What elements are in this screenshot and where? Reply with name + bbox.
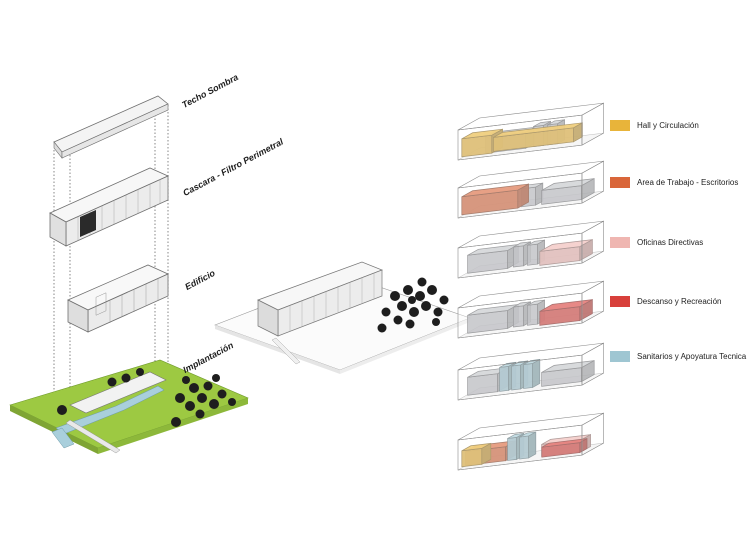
program-volume [541,178,595,205]
legend-item-sanitarios: Sanitarios y Apoyatura Tecnica [610,349,746,363]
block-top [527,239,545,246]
program-volume [541,360,595,387]
block-top [461,443,491,452]
exploded-axonometric [9,95,249,454]
program-boxes [457,102,604,471]
block-top [513,301,531,308]
block-top [507,433,524,439]
block-top [539,239,593,252]
legend-swatch [610,350,630,362]
dotted-guide-lines [53,105,169,400]
legend-item-descanso: Descanso y Recreación [610,294,721,308]
box-top-glass [457,160,604,189]
legend-item-oficinas: Oficinas Directivas [610,235,703,249]
legend-swatch [610,295,630,307]
block-top [461,183,529,198]
legend-label: Sanitarios y Apoyatura Tecnica [637,351,747,361]
program-volume [461,183,529,216]
program-volume [541,438,588,458]
program-box-trabajo [457,160,604,219]
block-top [519,431,536,438]
legend-label: Area de Trabajo - Escritorios [637,177,739,187]
legend-item-hall: Hall y Circulación [610,118,699,132]
program-volume [461,442,492,468]
block-top [541,360,595,373]
block-top [547,119,565,126]
legend-label: Hall y Circulación [637,120,699,130]
block-top [493,122,583,138]
center-axonometric [214,261,471,374]
program-box-oficinas [457,220,604,279]
legend-label: Descanso y Recreación [637,296,722,306]
program-volume [539,239,593,266]
box-top-glass [457,412,604,441]
block-top [527,299,545,306]
block-top [461,128,503,140]
site-plan [9,359,249,454]
program-volume [519,431,537,460]
building-volume [67,264,169,333]
program-box-combined [457,412,604,471]
block-top [513,241,531,248]
legend-label: Oficinas Directivas [637,237,704,247]
program-box-sanitarios [457,342,604,401]
box-top-glass [457,102,604,131]
program-volume [493,122,583,152]
block-top [533,121,551,127]
block-top [541,438,588,448]
block-top [541,178,595,191]
program-volume [539,299,593,326]
block-top [539,299,593,312]
legend-item-trabajo: Area de Trabajo - Escritorios [610,175,738,189]
program-box-descanso [457,280,604,339]
legend-swatch [610,119,630,131]
legend-swatch [610,236,630,248]
box-top-glass [457,280,604,309]
roof-slab [53,95,169,159]
program-box-hall [457,102,604,161]
legend-swatch [610,176,630,188]
box-top-glass [457,342,604,371]
program-volume [527,299,545,326]
perimeter-shell [49,167,169,247]
box-top-glass [457,220,604,249]
